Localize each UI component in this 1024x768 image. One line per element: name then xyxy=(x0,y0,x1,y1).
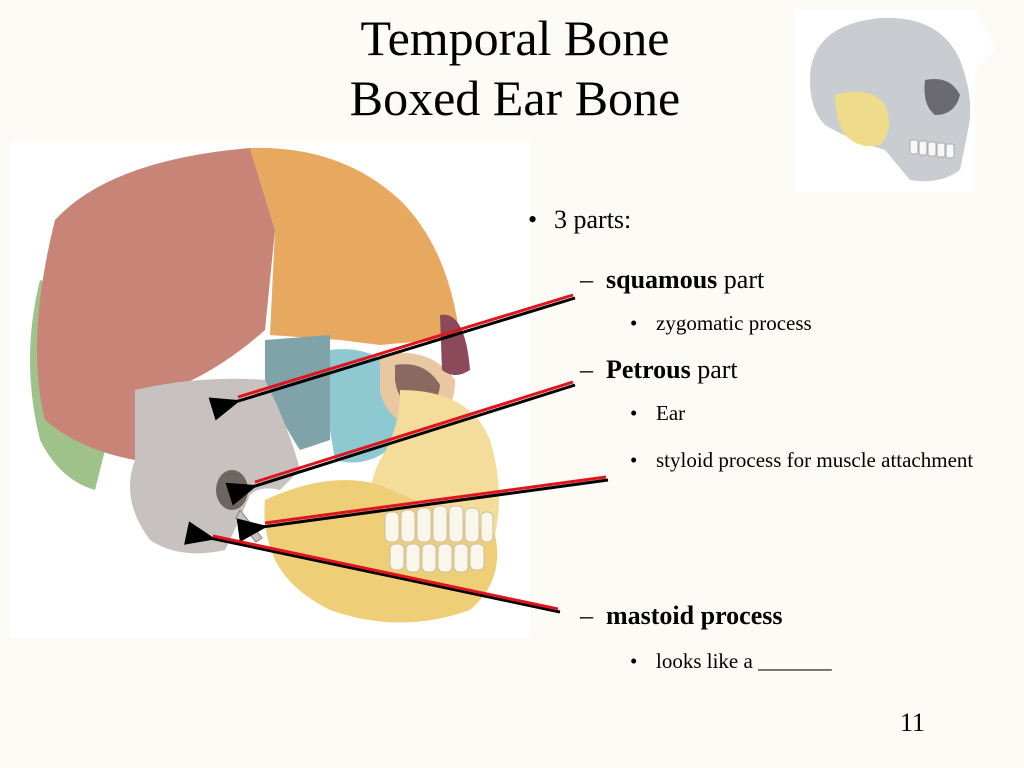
bullet-styloid: •styloid process for muscle attachment xyxy=(630,443,986,477)
bullet-squamous: –squamous part xyxy=(580,265,765,294)
bullet-looks-like: •looks like a _______ xyxy=(630,649,832,673)
bullet-main: •3 parts: xyxy=(528,205,632,234)
arrow-styloid xyxy=(236,478,609,543)
dash-marker: – xyxy=(580,601,593,630)
bullet-mastoid: –mastoid process xyxy=(580,601,783,630)
bullet-zygomatic: •zygomatic process xyxy=(630,311,812,335)
title-line-1: Temporal Bone xyxy=(360,10,670,66)
arrow-squamous xyxy=(208,296,576,421)
skull-thumbnail-illustration xyxy=(795,10,995,192)
bullet-ear: •Ear xyxy=(630,401,686,425)
slide-title: Temporal Bone Boxed Ear Bone xyxy=(250,8,780,128)
dash-marker: – xyxy=(580,265,593,294)
bullet-dot: • xyxy=(630,649,638,673)
bullet-dot: • xyxy=(630,448,638,472)
title-line-2: Boxed Ear Bone xyxy=(349,70,681,126)
bullet-dot: • xyxy=(630,401,638,425)
slide-number: 11 xyxy=(900,708,926,737)
arrow-mastoid xyxy=(184,521,561,614)
skull-illustration xyxy=(10,142,530,638)
dash-marker: – xyxy=(580,355,593,384)
bullet-dot: • xyxy=(528,205,538,234)
bullet-petrous: –Petrous part xyxy=(580,355,738,384)
bullet-dot: • xyxy=(630,311,638,335)
arrow-petrous xyxy=(225,383,576,506)
